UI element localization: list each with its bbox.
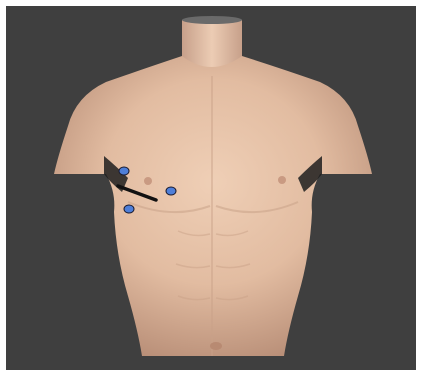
marker-upper	[119, 167, 129, 175]
neck-cap	[182, 16, 242, 24]
right-nipple	[278, 176, 286, 184]
image-frame	[6, 6, 416, 370]
left-nipple	[144, 177, 152, 185]
navel	[210, 342, 222, 350]
torso-scene	[6, 6, 416, 370]
marker-right	[166, 187, 176, 195]
marker-lower	[124, 205, 134, 213]
